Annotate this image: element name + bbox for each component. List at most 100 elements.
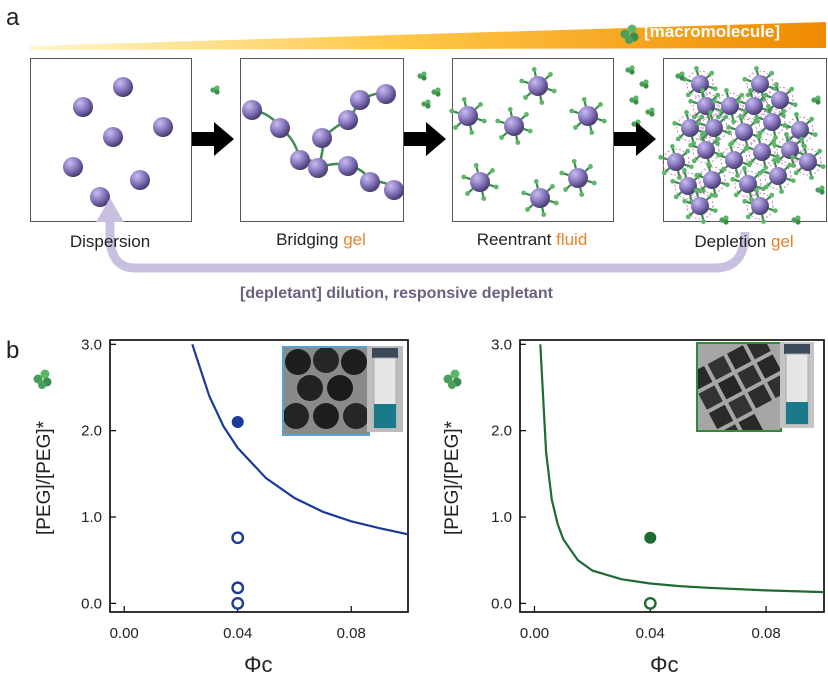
open-data-point [231, 596, 245, 610]
grafted-particle [530, 188, 550, 208]
return-arrow-label: [depletant] dilution, responsive depleta… [240, 285, 553, 302]
return-arrow-head [96, 198, 124, 222]
chart-left-xlabel: Φc [244, 652, 273, 677]
plot-frame [109, 339, 409, 613]
depletion-particle [703, 171, 721, 189]
particle [113, 77, 133, 97]
filled-data-point [231, 416, 244, 429]
bridging-particle [290, 150, 310, 170]
bridging-particle [270, 118, 290, 138]
depletion-particle [771, 91, 789, 109]
depletion-particle [721, 97, 739, 115]
depletion-particle [725, 151, 743, 169]
depletion-particle [769, 167, 787, 185]
filled-data-point [644, 531, 657, 544]
plot-frame [519, 339, 825, 613]
chart-left-vial-photo [367, 346, 403, 432]
return-arrow [105, 215, 750, 273]
open-data-point [643, 596, 657, 610]
depletion-particle [781, 141, 799, 159]
chart-right-tem-inset [696, 342, 782, 432]
bridging-particle [308, 158, 328, 178]
depletion-particle [667, 153, 685, 171]
y-tick-label: 0.0 [491, 595, 512, 612]
bridging-gel-particles [242, 84, 404, 200]
depletion-particle [791, 121, 809, 139]
bridging-particle [242, 100, 262, 120]
panel-a-illustrations [63, 65, 826, 273]
macromolecule-cluster-icon [620, 24, 639, 44]
x-tick-label: 0.00 [110, 625, 139, 642]
open-data-point [231, 581, 245, 595]
depletion-gel-particles [658, 65, 826, 225]
grafted-particle [458, 106, 478, 126]
bridging-particle [312, 128, 332, 148]
y-tick-label: 2.0 [491, 423, 512, 440]
particle [103, 127, 123, 147]
bridging-particle [360, 172, 380, 192]
depletion-particle [753, 143, 771, 161]
y-tick-label: 2.0 [81, 423, 102, 440]
particle [130, 170, 150, 190]
depletion-particle [751, 197, 769, 215]
depletion-particle [739, 175, 757, 193]
depletion-particle [799, 153, 817, 171]
macromolecule-label: [macromolecule] [644, 22, 781, 41]
x-tick-label: 0.00 [520, 625, 549, 642]
x-tick-label: 0.04 [223, 625, 252, 642]
phase-boundary-curve [539, 344, 825, 594]
bridging-particle [376, 84, 396, 104]
particle [73, 97, 93, 117]
open-data-point [231, 531, 245, 545]
stage-label-dispersion: Dispersion [69, 232, 151, 251]
process-arrow-1 [192, 122, 234, 156]
panel-a-letter: a [6, 4, 20, 31]
depletion-particle [691, 75, 709, 93]
stage-label-bridging-gel: Bridging gel [276, 230, 366, 249]
process-arrow-3 [614, 122, 656, 156]
x-tick-label: 0.08 [751, 625, 780, 642]
chart-right-polymer-icon [443, 369, 462, 389]
y-tick-label: 3.0 [81, 336, 102, 353]
grafted-particle [504, 116, 524, 136]
particle [63, 157, 83, 177]
particle [90, 187, 110, 207]
grafted-particle [568, 168, 588, 188]
y-tick-label: 3.0 [491, 336, 512, 353]
free-polymer-clusters [210, 65, 825, 225]
bridging-particle [338, 110, 358, 130]
y-tick-label: 1.0 [81, 509, 102, 526]
y-tick-label: 0.0 [81, 595, 102, 612]
bridging-particle [350, 90, 370, 110]
bridging-particle [338, 156, 358, 176]
x-tick-label: 0.04 [636, 625, 665, 642]
depletion-particle [681, 119, 699, 137]
bridging-particle [384, 180, 404, 200]
dispersion-particles [63, 77, 173, 207]
grafted-particle [528, 76, 548, 96]
reentrant-fluid-particles [449, 67, 607, 217]
depletion-particle [751, 75, 769, 93]
depletion-particle [705, 119, 723, 137]
x-tick-label: 0.08 [337, 625, 366, 642]
panel-b-letter: b [6, 337, 20, 364]
depletion-particle [697, 141, 715, 159]
depletion-particle [691, 197, 709, 215]
y-tick-label: 1.0 [491, 509, 512, 526]
grafted-particle [470, 172, 490, 192]
depletion-particle [735, 123, 753, 141]
chart-left-polymer-icon [33, 369, 52, 389]
stage-label-reentrant-fluid: Reentrant fluid [476, 230, 588, 249]
depletion-particle [679, 177, 697, 195]
chart-left-tem-inset [282, 346, 370, 436]
process-arrow-2 [404, 122, 446, 156]
chart-right-vial-photo [780, 342, 814, 428]
depletion-particle [745, 97, 763, 115]
stage-label-depletion-gel: Depletion gel [694, 232, 794, 251]
depletion-particle [763, 113, 781, 131]
particle [153, 117, 173, 137]
phase-boundary-curve [191, 343, 409, 536]
chart-right-xlabel: Φc [650, 652, 679, 677]
